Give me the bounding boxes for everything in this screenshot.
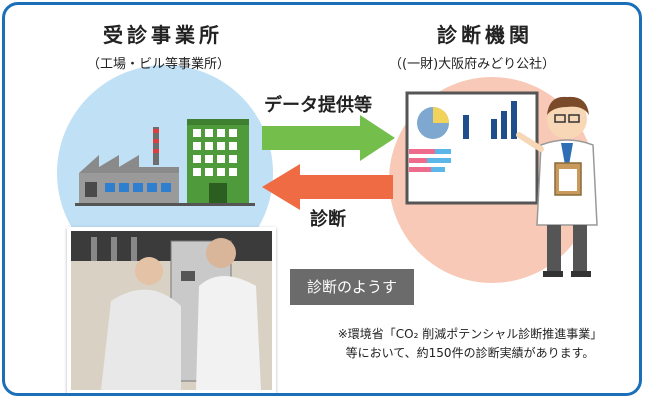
consultant-whiteboard-icon bbox=[405, 91, 598, 277]
arrow-top-label: データ提供等 bbox=[264, 95, 372, 116]
right-party-subtitle: （(一財)大阪府みどり公社） bbox=[389, 57, 556, 72]
photo-scene bbox=[71, 231, 272, 390]
diagnosis-photo bbox=[67, 227, 276, 393]
right-party-title: 診断機関 bbox=[437, 23, 533, 47]
arrow-left bbox=[262, 164, 393, 210]
note-line-1: ※環境省「CO₂ 削減ポテンシャル診断推進事業」 bbox=[337, 327, 603, 341]
arrow-bottom-label: 診断 bbox=[310, 209, 346, 230]
note: ※環境省「CO₂ 削減ポテンシャル診断推進事業」 等において、約150件の診断実… bbox=[305, 325, 635, 363]
arrows bbox=[262, 115, 395, 210]
photo-caption: 診断のようす bbox=[290, 269, 414, 305]
arrow-right bbox=[262, 115, 395, 161]
note-line-2: 等において、約150件の診断実績があります。 bbox=[345, 346, 595, 360]
factory-building-icon bbox=[75, 119, 255, 206]
left-party-subtitle: （工場・ビル等事業所） bbox=[87, 57, 231, 72]
left-party-title: 受診事業所 bbox=[103, 23, 223, 47]
